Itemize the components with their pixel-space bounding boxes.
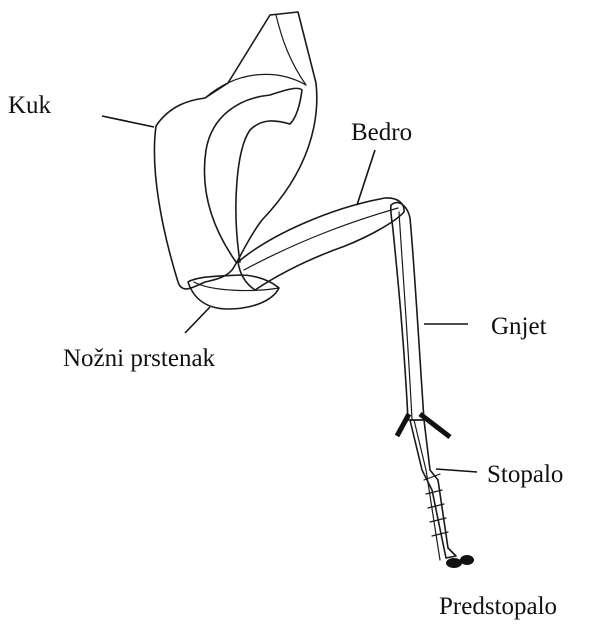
label-pretarsus: Predstopalo [439,593,557,620]
femur-segment [238,198,404,290]
label-trochanter: Nožni prstenak [63,345,216,372]
label-tarsus: Stopalo [487,461,563,488]
tarsus-leader-line [436,469,477,472]
label-tibia: Gnjet [491,313,547,340]
coxa [154,12,316,289]
trochanter-ring [188,275,279,309]
trochanter-leader-line [185,307,210,333]
tibial-spurs [397,414,450,437]
label-hip: Kuk [8,92,52,119]
label-femur: Bedro [351,119,412,146]
tibia-segment [391,203,424,420]
hip-leader-line [102,116,154,127]
femur-leader-line [357,150,375,205]
tarsus-segment [410,420,456,560]
